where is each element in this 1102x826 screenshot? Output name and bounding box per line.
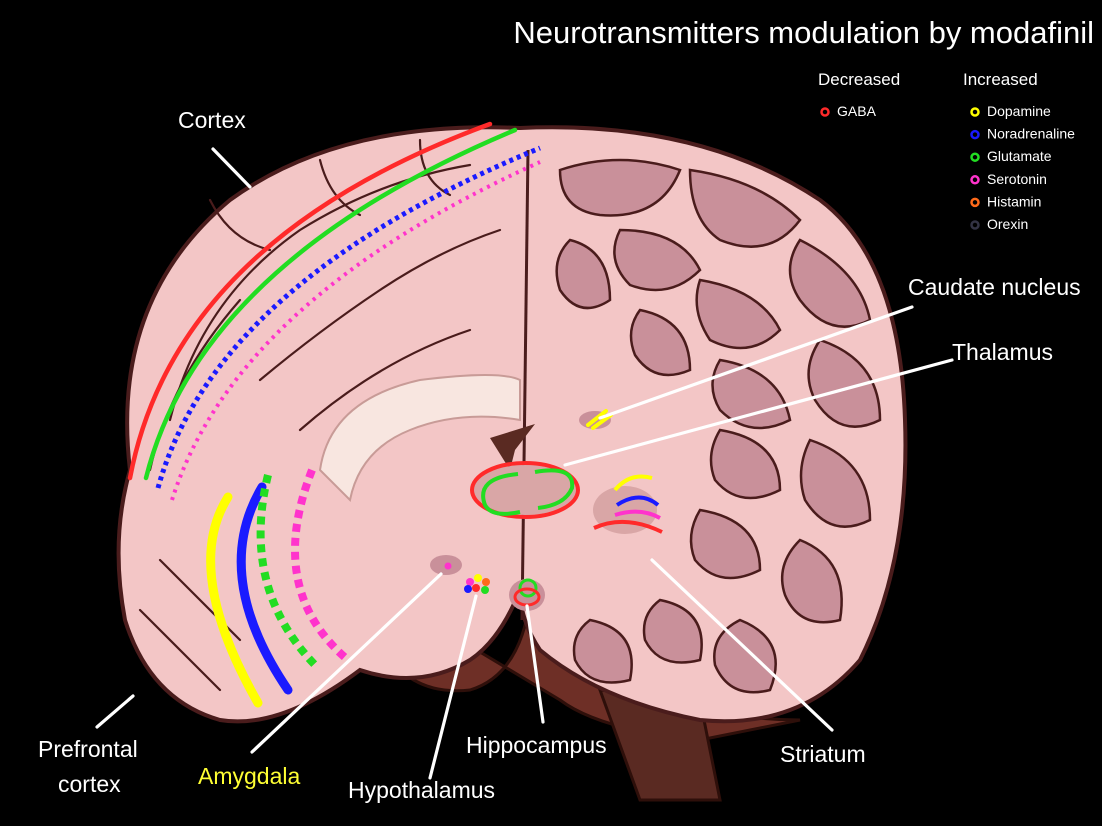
prefrontal-serotonin-arc bbox=[291, 468, 351, 664]
legend-swatch-gaba bbox=[820, 107, 830, 117]
label-prefrontal-line2: cortex bbox=[58, 771, 121, 797]
legend: Decreased Increased GABA DopamineNoradre… bbox=[818, 70, 1075, 232]
label-striatum: Striatum bbox=[780, 741, 866, 767]
legend-swatch-glutamate bbox=[970, 152, 980, 162]
midline bbox=[520, 149, 530, 621]
hippocampus-leader bbox=[525, 604, 545, 724]
striatum-gaba bbox=[593, 519, 663, 534]
legend-label-glutamate: Glutamate bbox=[987, 148, 1052, 164]
legend-swatch-serotonin bbox=[970, 175, 980, 185]
legend-swatch-orexin bbox=[970, 220, 980, 230]
striatum-serotonin bbox=[614, 509, 661, 520]
thalamus-leader bbox=[563, 358, 954, 467]
hypothalamus-leader bbox=[428, 594, 478, 780]
legend-increased-list: DopamineNoradrenalineGlutamateSerotoninH… bbox=[970, 103, 1075, 232]
label-prefrontal-line1: Prefrontal bbox=[38, 736, 138, 762]
label-amygdala: Amygdala bbox=[198, 763, 300, 789]
legend-decreased-list: GABA bbox=[820, 103, 877, 119]
caudate-leader bbox=[598, 305, 914, 420]
prefrontal-leader bbox=[95, 694, 135, 729]
caudate-markers bbox=[586, 409, 613, 430]
legend-decreased-header: Decreased bbox=[818, 70, 900, 89]
legend-swatch-noradrenaline bbox=[970, 129, 980, 140]
diagram-title: Neurotransmitters modulation by modafini… bbox=[513, 15, 1094, 50]
striatum-markers bbox=[593, 474, 663, 534]
cortex-arcs bbox=[127, 121, 541, 501]
right-hemisphere-gyri bbox=[555, 158, 882, 694]
prefrontal-arcs bbox=[206, 468, 351, 708]
striatum-dopamine bbox=[613, 474, 653, 492]
cortex-noradrenaline-arc bbox=[155, 145, 541, 489]
legend-label-orexin: Orexin bbox=[987, 216, 1028, 232]
striatum-leader bbox=[650, 558, 834, 732]
cortex-leader bbox=[211, 147, 252, 189]
thalamus-glutamate-left bbox=[481, 472, 521, 516]
corpus-callosum bbox=[318, 374, 521, 503]
thalamus-markers bbox=[470, 461, 580, 519]
legend-label-dopamine: Dopamine bbox=[987, 103, 1051, 119]
legend-label-gaba: GABA bbox=[837, 103, 877, 119]
thalamus-glutamate-right bbox=[534, 468, 575, 510]
ventricle bbox=[490, 424, 535, 470]
striatum-noradrenaline bbox=[615, 495, 660, 507]
label-cortex: Cortex bbox=[178, 107, 246, 133]
legend-increased-header: Increased bbox=[963, 70, 1038, 89]
label-hypothalamus: Hypothalamus bbox=[348, 777, 495, 803]
label-hippocampus: Hippocampus bbox=[466, 732, 607, 758]
cortex-glutamate-arc bbox=[143, 127, 518, 481]
legend-swatch-histamin bbox=[970, 197, 980, 208]
legend-label-noradrenaline: Noradrenaline bbox=[987, 126, 1075, 142]
cortex-serotonin-arc bbox=[170, 160, 541, 501]
label-caudate-nucleus: Caudate nucleus bbox=[908, 274, 1081, 300]
legend-swatch-dopamine bbox=[970, 107, 980, 117]
legend-label-serotonin: Serotonin bbox=[987, 171, 1047, 187]
prefrontal-noradrenaline-arc bbox=[236, 482, 293, 695]
prefrontal-dopamine-arc bbox=[206, 492, 263, 708]
thalamus-gaba-ring bbox=[470, 461, 580, 519]
prefrontal-glutamate-arc bbox=[256, 474, 321, 671]
hypothalamus-markers bbox=[444, 562, 490, 594]
legend-label-histamin: Histamin bbox=[987, 193, 1041, 209]
label-thalamus: Thalamus bbox=[952, 339, 1053, 365]
cortex-gaba-arc bbox=[127, 121, 493, 481]
amygdala-leader bbox=[250, 572, 443, 754]
leader-lines bbox=[95, 147, 954, 780]
